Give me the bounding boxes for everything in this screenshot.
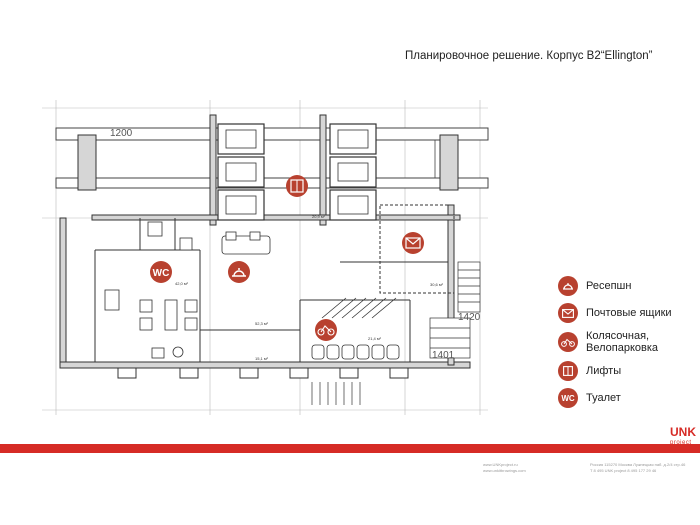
legend-label: Лифты bbox=[586, 365, 622, 377]
footer-url: www.unkitbrowings.com bbox=[483, 468, 526, 473]
columns bbox=[77, 134, 459, 379]
area-label: 15,1 м² bbox=[255, 356, 269, 361]
area-label: 42,0 м² bbox=[175, 281, 189, 286]
outer-walls bbox=[59, 114, 471, 369]
plan-icon-mail bbox=[402, 232, 424, 254]
mail-room bbox=[379, 204, 455, 294]
furniture bbox=[104, 221, 271, 359]
bicycle-icon bbox=[558, 332, 578, 352]
area-label: 52,3 м² bbox=[255, 321, 269, 326]
elevators-right bbox=[329, 123, 377, 221]
plan-icon-bicycle bbox=[315, 319, 337, 341]
dimension-label: 1420 bbox=[458, 312, 481, 323]
legend-item: WC Туалет bbox=[558, 388, 672, 408]
legend-item: Почтовые ящики bbox=[558, 303, 672, 323]
brand-logo: UNK project bbox=[670, 425, 696, 446]
elevator-icon bbox=[558, 361, 578, 381]
area-label: 20,9 м² bbox=[312, 214, 326, 219]
legend-item: Лифты bbox=[558, 361, 672, 381]
partitions bbox=[94, 218, 411, 362]
mail-envelope-icon bbox=[558, 303, 578, 323]
area-label: 21,4 м² bbox=[368, 336, 382, 341]
legend-label: Ресепшн bbox=[586, 280, 632, 292]
floor-plan: 42,0 м² 52,3 м² 15,1 м² 21,4 м² 30,6 м² … bbox=[42, 100, 489, 415]
bicycle-racks bbox=[321, 297, 397, 319]
outdoor-bikes bbox=[311, 382, 361, 405]
footer-phone: Т 8 495 UNK project 8 495 177 29 46 bbox=[590, 468, 657, 473]
plan-icon-reception bbox=[228, 261, 250, 283]
legend-item: Колясочная, Велопарковка bbox=[558, 330, 672, 354]
stairs bbox=[429, 261, 481, 359]
footer-red-bar bbox=[0, 444, 700, 453]
area-label: 30,6 м² bbox=[430, 282, 444, 287]
elevators-left bbox=[217, 123, 265, 221]
wc-icon: WC bbox=[558, 388, 578, 408]
footer-address: Россия 115270 Москва Лужнецкая наб. д.2/… bbox=[590, 462, 686, 467]
strollers bbox=[311, 344, 400, 360]
svg-text:WC: WC bbox=[153, 268, 170, 279]
legend-label: Колясочная, Велопарковка bbox=[586, 330, 659, 354]
plan-icon-elevator bbox=[286, 175, 308, 197]
legend-item: Ресепшн bbox=[558, 276, 672, 296]
page-title: Планировочное решение. Корпус В2“Ellingt… bbox=[405, 50, 653, 62]
corridor-band bbox=[55, 127, 489, 189]
legend-label: Туалет bbox=[586, 392, 621, 404]
dimension-label: 1401 bbox=[432, 350, 455, 361]
reception-bell-icon bbox=[558, 276, 578, 296]
footer-url: www.UNKproject.ru bbox=[483, 462, 518, 467]
legend-label: Почтовые ящики bbox=[586, 307, 672, 319]
dimension-label: 1200 bbox=[110, 128, 133, 139]
legend: Ресепшн Почтовые ящики Колясочная, Велоп… bbox=[558, 276, 672, 415]
plan-icon-wc: WC bbox=[150, 261, 172, 283]
